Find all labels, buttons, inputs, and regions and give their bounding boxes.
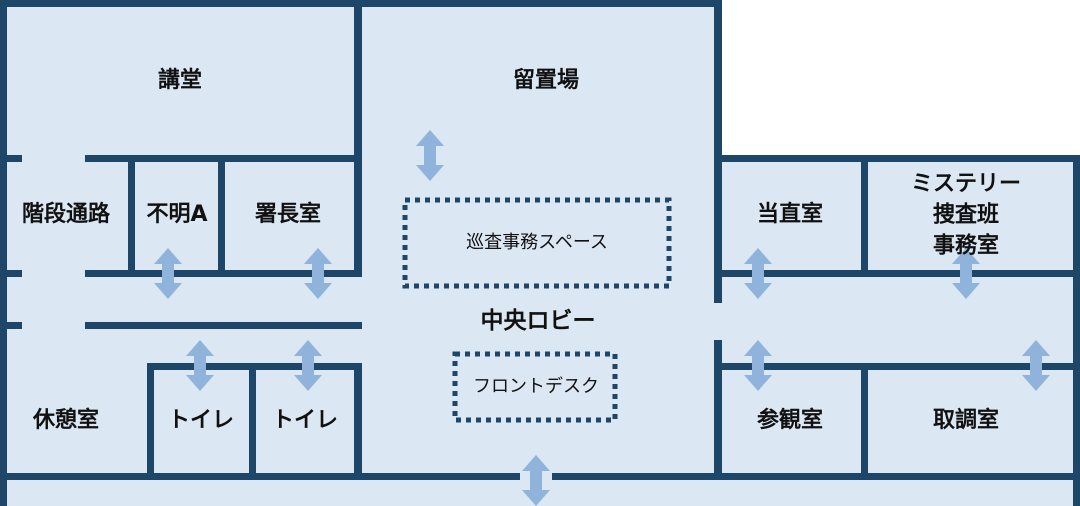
double-arrow-icon	[522, 455, 550, 506]
interior-walls	[0, 0, 1080, 480]
room-stair-passage: 階段通路	[21, 202, 111, 227]
room-holding-cell: 留置場	[512, 68, 580, 93]
area-front-desk: フロントデスク	[473, 376, 599, 397]
room-mystery-squad-office: ミステリー捜査班 事務室	[910, 171, 1021, 259]
room-duty-room: 当直室	[756, 202, 824, 227]
door-arrows	[154, 130, 1050, 506]
double-arrow-icon	[304, 248, 332, 299]
double-arrow-icon	[952, 248, 980, 299]
double-arrow-icon	[186, 340, 214, 391]
room-interrogation: 取調室	[932, 408, 1000, 433]
double-arrow-icon	[294, 340, 322, 391]
double-arrow-icon	[744, 248, 772, 299]
room-toilet-2: トイレ	[271, 408, 339, 433]
area-patrol-space: 巡査事務スペース	[466, 232, 608, 253]
room-unknown-a: 不明A	[146, 202, 208, 227]
room-rest-room: 休憩室	[32, 408, 100, 433]
patrol-space-outline	[402, 197, 672, 289]
front-desk-outline	[452, 351, 618, 423]
double-arrow-icon	[154, 248, 182, 299]
room-observation: 参観室	[756, 408, 824, 433]
room-toilet-1: トイレ	[167, 408, 235, 433]
room-chief-office: 署長室	[254, 202, 322, 227]
floor-area-east	[718, 156, 1080, 506]
room-auditorium: 講堂	[157, 68, 203, 93]
area-central-lobby: 中央ロビー	[480, 308, 596, 334]
double-arrow-icon	[1022, 340, 1050, 391]
double-arrow-icon	[416, 130, 444, 181]
double-arrow-icon	[744, 340, 772, 391]
